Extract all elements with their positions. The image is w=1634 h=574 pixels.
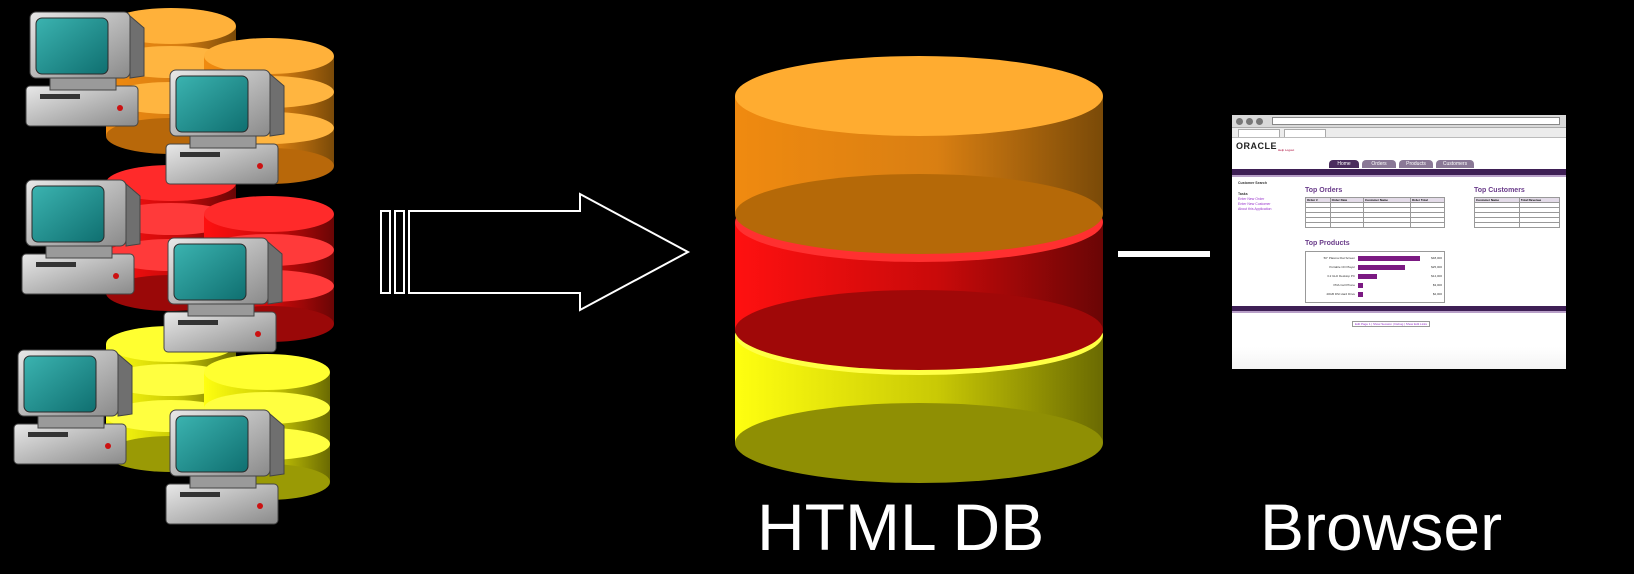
- product-row: 40GB DSI Hard Drive $2,000: [1306, 291, 1444, 298]
- developer-links: Edit Page 1 | Show Session | Debug | Sho…: [1352, 321, 1431, 327]
- browser-toolbar: [1232, 115, 1566, 128]
- html-db-label: HTML DB: [757, 490, 1045, 564]
- arrow-tail-bar-2: [394, 210, 405, 294]
- arrow-head: [408, 192, 691, 312]
- computer-icon: [165, 409, 285, 525]
- sidebar: Customer Search Tasks Enter New Order En…: [1238, 181, 1271, 212]
- top-orders-table: Order # Order Date Customer Name Order T…: [1305, 197, 1446, 228]
- tab-customers: Customers: [1436, 160, 1474, 168]
- product-value: $14,000: [1431, 274, 1442, 278]
- header-band: [1232, 169, 1566, 175]
- consolidation-arrow: [380, 192, 691, 312]
- product-bar: [1358, 265, 1405, 270]
- footer-band: [1232, 306, 1566, 311]
- product-bar: [1358, 256, 1420, 261]
- computer-icon: [165, 69, 285, 185]
- product-name: 3.2 GHz Desktop PC: [1327, 274, 1355, 278]
- tasks-heading: Tasks: [1238, 192, 1248, 196]
- arrow-tail-bar-1: [380, 210, 391, 294]
- sidebar-heading: Customer Search: [1238, 181, 1267, 185]
- client-computers: [13, 11, 285, 525]
- page-bottom: [1232, 347, 1566, 369]
- browser-screenshot: ORACLE Help Logout Home Orders Products …: [1232, 115, 1566, 369]
- tab-orders: Orders: [1362, 160, 1396, 168]
- product-value: $25,000: [1431, 265, 1442, 269]
- table-row: [1474, 222, 1561, 228]
- sidebar-link: About this Application: [1238, 207, 1272, 211]
- product-row: Portable CD Player $25,000: [1306, 264, 1444, 271]
- browser-tabbar: [1232, 128, 1566, 138]
- product-row: PDA Cell Phone $3,000: [1306, 282, 1444, 289]
- browser-tab: [1238, 129, 1280, 137]
- product-value: $3,000: [1432, 283, 1442, 287]
- product-row: 50" Plasma Flat Screen $48,000: [1306, 255, 1444, 262]
- app-nav-tabs: Home Orders Products Customers: [1329, 160, 1474, 168]
- forward-icon: [1246, 117, 1253, 125]
- product-bar: [1358, 283, 1363, 288]
- browser-tab: [1284, 129, 1326, 137]
- product-name: 40GB DSI Hard Drive: [1326, 292, 1355, 296]
- sidebar-link: Enter New Order: [1238, 197, 1265, 201]
- oracle-logo: ORACLE: [1236, 141, 1277, 151]
- product-name: 50" Plasma Flat Screen: [1323, 256, 1355, 260]
- top-products-title: Top Products: [1305, 240, 1350, 247]
- header-band-accent: [1232, 175, 1566, 177]
- url-bar: [1272, 117, 1560, 125]
- footer-band-accent: [1232, 311, 1566, 313]
- top-customers-title: Top Customers: [1474, 187, 1525, 194]
- tab-home: Home: [1329, 160, 1359, 168]
- product-bar: [1358, 292, 1363, 297]
- computer-icon: [163, 237, 283, 353]
- html-db-database: [735, 56, 1103, 483]
- header-links: Help Logout: [1278, 148, 1295, 152]
- tab-products: Products: [1399, 160, 1433, 168]
- back-icon: [1236, 117, 1243, 125]
- top-orders-title: Top Orders: [1305, 187, 1343, 194]
- reload-icon: [1256, 117, 1263, 125]
- table-row: [1305, 222, 1446, 228]
- computer-icon: [21, 179, 141, 295]
- product-bar: [1358, 274, 1377, 279]
- product-name: PDA Cell Phone: [1333, 283, 1355, 287]
- computer-icon: [13, 349, 133, 465]
- product-row: 3.2 GHz Desktop PC $14,000: [1306, 273, 1444, 280]
- product-value: $2,000: [1432, 292, 1442, 296]
- product-value: $48,000: [1431, 256, 1442, 260]
- computer-icon: [25, 11, 145, 127]
- sidebar-link: Enter New Customer: [1238, 202, 1271, 206]
- product-name: Portable CD Player: [1329, 265, 1355, 269]
- browser-label: Browser: [1260, 490, 1503, 564]
- top-customers-table: Customer Name Total Revenue: [1474, 197, 1561, 228]
